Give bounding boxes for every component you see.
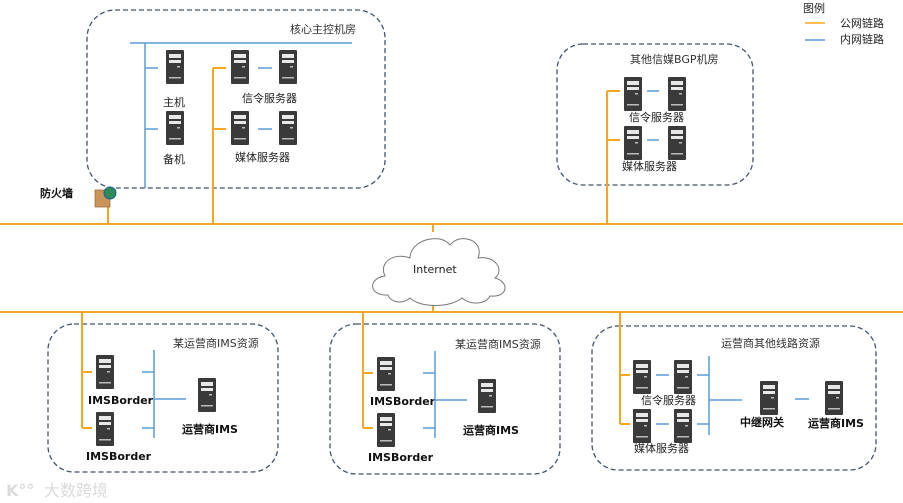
trunk-gateway-label: 中继网关 — [740, 415, 784, 429]
cloud-icon — [372, 238, 506, 306]
core-room-title: 核心主控机房 — [290, 22, 356, 36]
ims-room-2-title: 某运营商IMS资源 — [455, 337, 541, 351]
bgp-media-server-2-icon — [668, 126, 686, 160]
bgp-room-title: 其他信媒BGP机房 — [630, 52, 719, 66]
ims2-border-server-2-icon — [377, 413, 395, 447]
ims-room-2: 某运营商IMS资源 IMSBorder IMSBorder 运营商IMS — [329, 312, 561, 475]
core-room: 核心主控机房 主机 备机 信令服务器 媒体服务器 — [86, 9, 386, 224]
ims1-carrier-label: 运营商IMS — [182, 422, 238, 436]
other-carrier-ims-server-icon — [825, 381, 843, 415]
ims2-carrier-label: 运营商IMS — [463, 423, 519, 437]
ims1-carrier-server-icon — [198, 378, 216, 412]
other-media-server-1-icon — [633, 409, 651, 443]
other-media-server-2-icon — [674, 409, 692, 443]
ims2-border-1-label: IMSBorder — [370, 395, 436, 408]
other-signal-server-1-icon — [633, 360, 651, 394]
watermark-text: 大数跨境 — [44, 481, 108, 500]
other-signal-label: 信令服务器 — [641, 393, 696, 407]
core-media-label: 媒体服务器 — [235, 150, 290, 164]
internet-cloud: Internet — [372, 238, 506, 306]
ims2-carrier-server-icon — [478, 379, 496, 413]
other-room-title: 运营商其他线路资源 — [721, 336, 820, 350]
other-carrier-ims-label: 运营商IMS — [808, 416, 864, 430]
ims-room-1: 某运营商IMS资源 IMSBorder IMSBorder 运营商IMS — [47, 312, 279, 473]
ims-room-1-title: 某运营商IMS资源 — [173, 336, 259, 350]
core-signal-server-1-icon — [231, 50, 249, 84]
internet-label: Internet — [413, 263, 457, 276]
legend-public-label: 公网链路 — [840, 16, 884, 30]
ims1-border-server-1-icon — [96, 355, 114, 389]
other-room: 运营商其他线路资源 信令服务器 媒体服务器 中继网关 运营商IMS — [591, 312, 877, 471]
core-room-border — [86, 9, 386, 189]
bgp-media-server-1-icon — [624, 126, 642, 160]
legend-private-label: 内网链路 — [840, 32, 884, 46]
ims2-border-2-label: IMSBorder — [368, 451, 434, 464]
bgp-room: 其他信媒BGP机房 信令服务器 媒体服务器 — [556, 43, 754, 224]
backup-label: 备机 — [163, 152, 185, 166]
core-signal-server-2-icon — [279, 50, 297, 84]
ims-room-1-border — [47, 323, 279, 473]
backup-server-icon — [166, 111, 184, 145]
bgp-signal-server-2-icon — [668, 77, 686, 111]
bgp-room-border — [556, 43, 754, 186]
host-label: 主机 — [163, 95, 185, 109]
globe-icon — [103, 186, 117, 200]
firewall: 防火墙 — [40, 186, 117, 224]
core-media-server-1-icon — [231, 111, 249, 145]
ims1-border-1-label: IMSBorder — [88, 394, 154, 407]
host-server-icon — [166, 50, 184, 84]
ims1-border-server-2-icon — [96, 412, 114, 446]
watermark-logo-icon: K°° — [6, 481, 34, 500]
ims2-border-server-1-icon — [377, 357, 395, 391]
firewall-label: 防火墙 — [40, 186, 73, 200]
other-room-border — [591, 325, 877, 471]
other-media-label: 媒体服务器 — [634, 441, 689, 455]
watermark: K°° 大数跨境 — [6, 481, 108, 500]
bgp-signal-label: 信令服务器 — [629, 110, 684, 124]
other-signal-server-2-icon — [674, 360, 692, 394]
legend-title: 图例 — [803, 1, 825, 15]
core-media-server-2-icon — [279, 111, 297, 145]
ims1-border-2-label: IMSBorder — [86, 450, 152, 463]
ims-room-2-border — [329, 323, 561, 475]
bgp-signal-server-1-icon — [624, 77, 642, 111]
core-signal-label: 信令服务器 — [242, 91, 297, 105]
legend: 图例 公网链路 内网链路 — [803, 1, 884, 46]
bgp-media-label: 媒体服务器 — [622, 159, 677, 173]
trunk-gateway-server-icon — [760, 381, 778, 415]
